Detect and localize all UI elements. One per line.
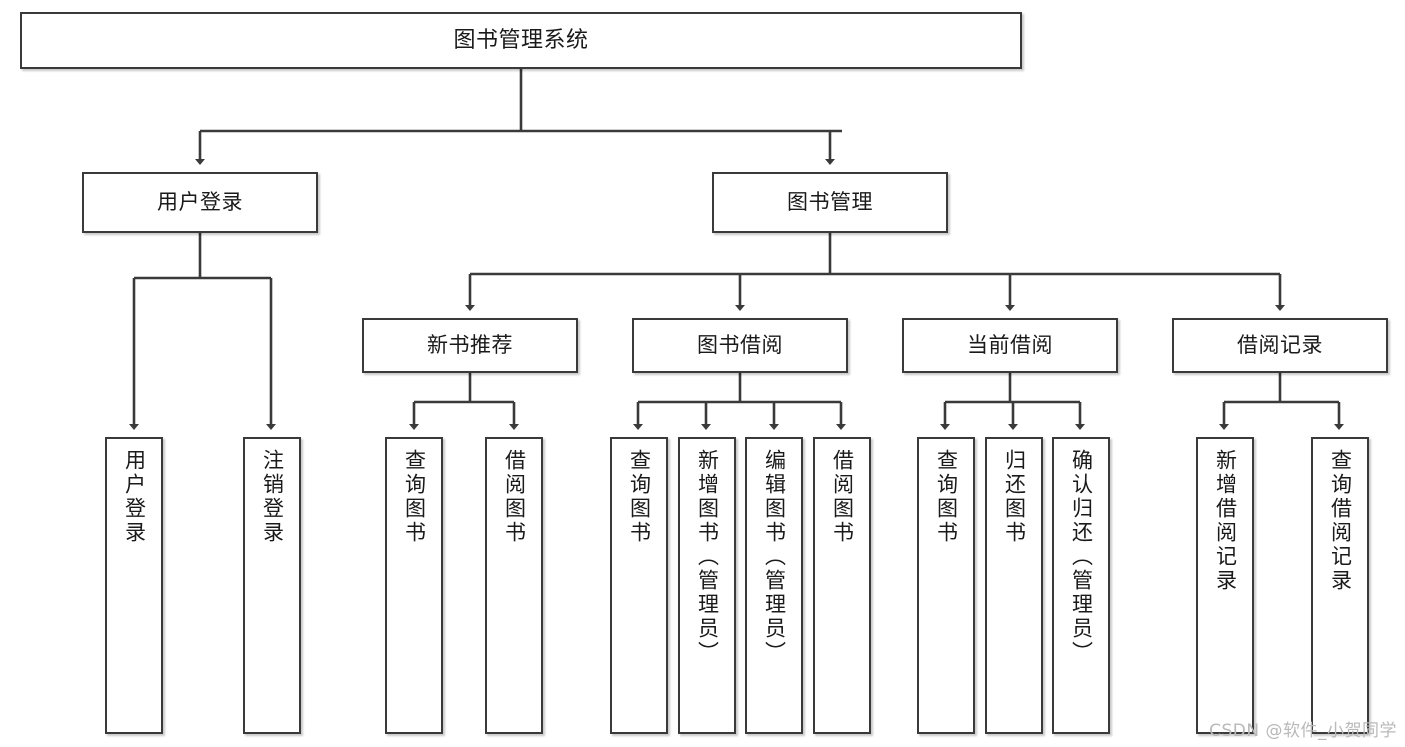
node-leaf-query-book-2[interactable]: 查询图书 — [610, 437, 668, 734]
node-user-login[interactable]: 用户登录 — [82, 172, 318, 233]
node-label: 新增图书（管理员） — [695, 449, 720, 665]
node-current-borrow[interactable]: 当前借阅 — [902, 318, 1118, 373]
node-label: 新书推荐 — [427, 333, 513, 358]
node-leaf-confirm-return[interactable]: 确认归还（管理员） — [1052, 437, 1110, 734]
node-leaf-query-book-3[interactable]: 查询图书 — [917, 437, 975, 734]
node-label: 当前借阅 — [967, 333, 1053, 358]
node-label: 图书管理系统 — [453, 27, 589, 53]
node-label: 注销登录 — [260, 449, 285, 545]
node-label: 借阅记录 — [1237, 333, 1323, 358]
node-title-book-management-system[interactable]: 图书管理系统 — [20, 12, 1022, 69]
node-label: 借阅图书 — [502, 449, 527, 545]
node-leaf-user-login[interactable]: 用户登录 — [105, 437, 163, 734]
csdn-watermark: CSDN @软件_小贺同学 — [1209, 721, 1397, 741]
node-leaf-add-book[interactable]: 新增图书（管理员） — [678, 437, 736, 734]
node-label: 编辑图书（管理员） — [762, 449, 787, 665]
node-leaf-add-record[interactable]: 新增借阅记录 — [1196, 437, 1254, 734]
node-book-borrow[interactable]: 图书借阅 — [632, 318, 848, 373]
node-label: 查询图书 — [934, 449, 959, 545]
node-leaf-return-book[interactable]: 归还图书 — [985, 437, 1043, 734]
node-leaf-query-record[interactable]: 查询借阅记录 — [1311, 437, 1369, 734]
node-leaf-borrow-book-1[interactable]: 借阅图书 — [485, 437, 543, 734]
node-label: 查询借阅记录 — [1328, 449, 1353, 593]
node-label: 图书借阅 — [697, 333, 783, 358]
node-leaf-user-logout[interactable]: 注销登录 — [243, 437, 301, 734]
node-borrow-record[interactable]: 借阅记录 — [1172, 318, 1388, 373]
node-label: 确认归还（管理员） — [1069, 449, 1094, 665]
node-book-management[interactable]: 图书管理 — [712, 172, 948, 233]
node-label: 查询图书 — [627, 449, 652, 545]
node-leaf-query-book-1[interactable]: 查询图书 — [385, 437, 443, 734]
node-label: 用户登录 — [122, 449, 147, 545]
node-label: 归还图书 — [1002, 449, 1027, 545]
node-leaf-borrow-book-2[interactable]: 借阅图书 — [813, 437, 871, 734]
node-label: 查询图书 — [402, 449, 427, 545]
node-new-book-recommend[interactable]: 新书推荐 — [362, 318, 578, 373]
node-label: 新增借阅记录 — [1213, 449, 1238, 593]
node-label: 图书管理 — [787, 190, 873, 215]
node-leaf-edit-book[interactable]: 编辑图书（管理员） — [745, 437, 803, 734]
node-label: 用户登录 — [157, 190, 243, 215]
node-label: 借阅图书 — [830, 449, 855, 545]
